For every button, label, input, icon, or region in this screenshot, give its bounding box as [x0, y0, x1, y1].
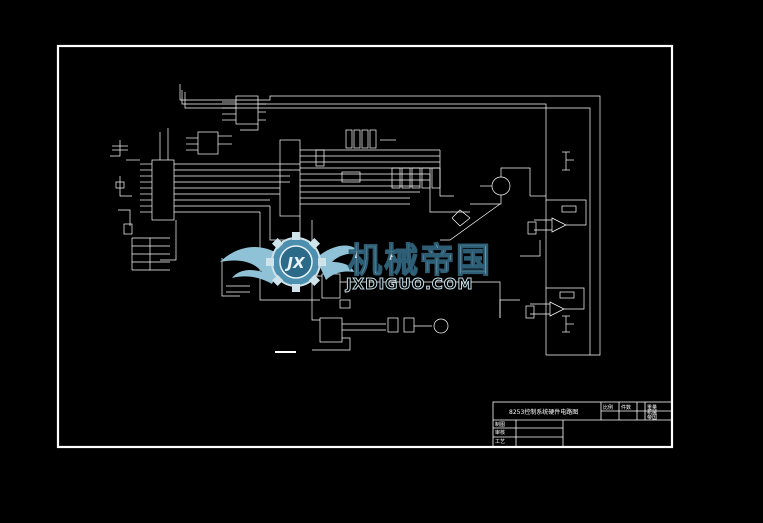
title-block — [492, 401, 673, 448]
chip-u2 — [197, 131, 219, 155]
tb-quantity: 件数 — [621, 404, 631, 411]
tb-scale: 比例 — [603, 404, 613, 411]
title-block-text: 8253控制系统硬件电路图 制图 审核 工艺 比例 件数 重量 机械 帝国 — [495, 404, 657, 445]
motor-m2 — [433, 318, 449, 334]
tb-row-checked: 审核 — [495, 429, 505, 436]
watermark-cn: 机械帝国 — [348, 241, 492, 281]
drawing-border — [56, 44, 674, 449]
watermark-en: JXDIGUO.COM — [345, 275, 473, 293]
chip-cpu — [151, 159, 175, 221]
tb-weight: 重量 — [647, 404, 657, 411]
tb-note-1: 机械 — [647, 409, 657, 416]
wing-right-icon — [316, 245, 360, 280]
chip-u1 — [235, 95, 259, 125]
opamp-2 — [549, 301, 565, 317]
wing-left-icon — [220, 246, 284, 284]
drawing-title: 8253控制系统硬件电路图 — [509, 408, 578, 416]
opamp-1 — [551, 217, 567, 233]
tb-row-process: 工艺 — [495, 439, 505, 445]
gear-logo-icon: JX — [266, 232, 326, 292]
tb-row-drawn: 制图 — [495, 421, 505, 428]
watermark: JX 机械帝国 JXDIGUO.COM — [220, 232, 492, 294]
logo-text: JX — [284, 254, 306, 272]
chip-8253 — [279, 139, 301, 217]
tb-note-2: 帝国 — [647, 414, 657, 421]
